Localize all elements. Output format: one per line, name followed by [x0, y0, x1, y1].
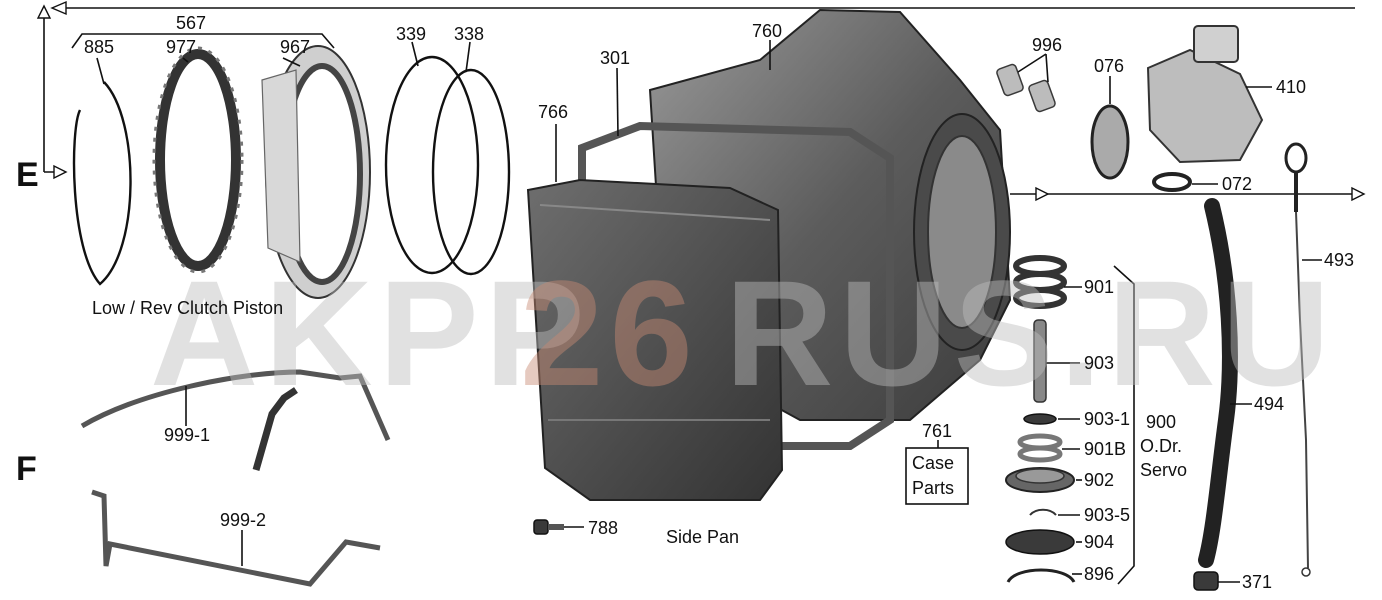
caption-side-pan: Side Pan	[666, 527, 739, 547]
filler-tube-494	[1198, 198, 1238, 568]
dipstick-493	[1284, 142, 1311, 577]
clip-903-5	[1029, 508, 1057, 516]
fitting-996	[996, 63, 1056, 113]
label-301: 301	[600, 48, 630, 68]
servo-rod-903	[1033, 319, 1047, 403]
caption-servo-odr: O.Dr.	[1140, 436, 1182, 456]
label-904: 904	[1084, 532, 1114, 552]
right-flow-arrow	[1010, 186, 1366, 202]
watermark: AKPP 26 RUS.RU	[150, 249, 1336, 417]
top-flow-arrow	[36, 0, 1355, 180]
grommet-371	[1193, 571, 1219, 591]
label-977: 977	[166, 37, 196, 57]
section-marker-e: E	[16, 156, 39, 194]
label-900: 900	[1146, 412, 1176, 432]
svg-text:26: 26	[520, 249, 699, 417]
label-338: 338	[454, 24, 484, 44]
seal-ring-338	[431, 68, 511, 276]
label-903: 903	[1084, 353, 1114, 373]
oil-tube-999-1-branch	[252, 387, 298, 471]
label-903-1: 903-1	[1084, 409, 1130, 429]
caption-case: Case	[912, 453, 954, 473]
label-076: 076	[1094, 56, 1124, 76]
label-072: 072	[1222, 174, 1252, 194]
washer-903-1	[1023, 413, 1057, 425]
label-760: 760	[752, 21, 782, 41]
label-999-2: 999-2	[220, 510, 266, 530]
label-766: 766	[538, 102, 568, 122]
range-sensor-410	[1146, 25, 1264, 164]
label-410: 410	[1276, 77, 1306, 97]
label-371: 371	[1242, 572, 1272, 592]
label-896: 896	[1084, 564, 1114, 584]
bolt-788	[533, 519, 564, 535]
snap-ring-896	[1006, 568, 1076, 583]
label-339: 339	[396, 24, 426, 44]
label-901: 901	[1084, 277, 1114, 297]
label-493: 493	[1324, 250, 1354, 270]
servo-spring-901	[1013, 255, 1067, 309]
label-996: 996	[1032, 35, 1062, 55]
label-903-5: 903-5	[1084, 505, 1130, 525]
caption-servo: Servo	[1140, 460, 1187, 480]
caption-clutch-piston: Low / Rev Clutch Piston	[92, 298, 283, 318]
seal-ring-339	[384, 55, 480, 275]
caption-parts: Parts	[912, 478, 954, 498]
label-885: 885	[84, 37, 114, 57]
clutch-piston-967	[261, 45, 371, 299]
snap-ring-885	[72, 81, 132, 286]
svg-text:RUS.RU: RUS.RU	[725, 249, 1336, 417]
spring-901b	[1017, 433, 1063, 463]
label-999-1: 999-1	[164, 425, 210, 445]
section-marker-f: F	[16, 450, 37, 488]
case-parts-box	[905, 447, 969, 505]
label-902: 902	[1084, 470, 1114, 490]
servo-cover-904	[1005, 529, 1075, 555]
oil-tube-999-2	[91, 489, 381, 587]
label-967: 967	[280, 37, 310, 57]
label-494: 494	[1254, 394, 1284, 414]
label-761: 761	[922, 421, 952, 441]
label-788: 788	[588, 518, 618, 538]
spring-retainer-977	[152, 46, 244, 274]
servo-group-bracket	[1113, 265, 1135, 585]
servo-piston-902	[1005, 467, 1075, 493]
group-bracket-567	[71, 33, 335, 49]
o-ring-072	[1152, 172, 1192, 192]
svg-text:AKPP: AKPP	[150, 249, 591, 417]
oil-tube-999-1	[80, 369, 391, 442]
oil-seal-076	[1090, 104, 1130, 180]
label-901b: 901B	[1084, 439, 1126, 459]
label-567: 567	[176, 13, 206, 33]
side-pan-766	[526, 178, 784, 501]
